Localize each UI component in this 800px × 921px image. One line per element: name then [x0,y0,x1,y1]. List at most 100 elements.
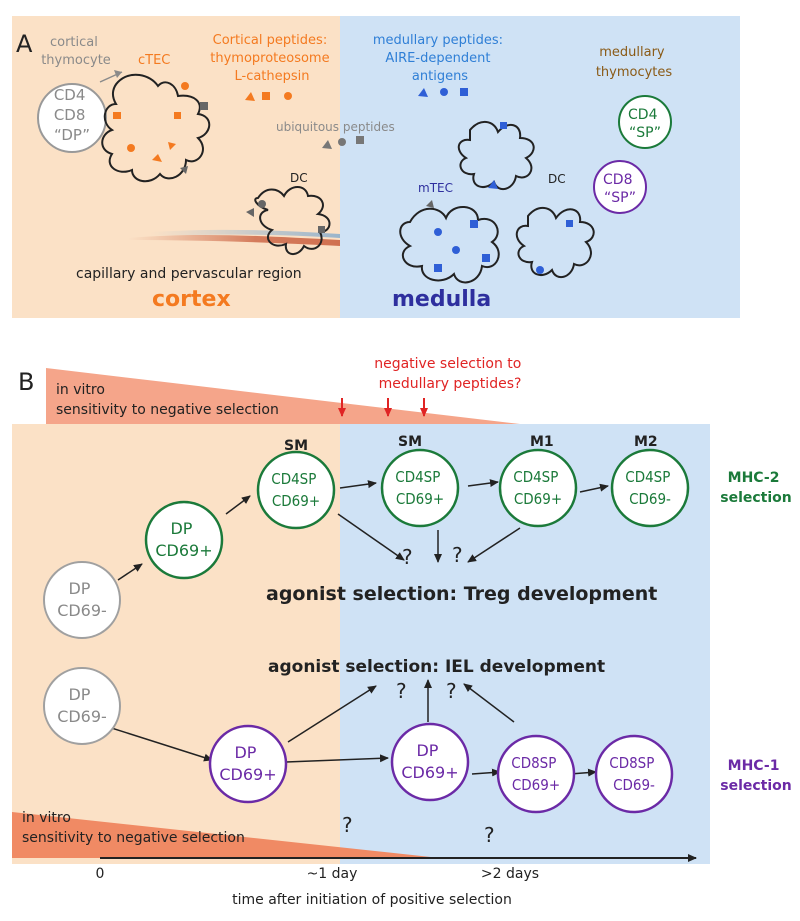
cell-label: CD69+ [272,492,320,510]
capillary-vessel-blue [150,229,340,238]
cd8-sp-cell [593,160,647,214]
mhc1-line-2: selection [720,778,792,794]
dc-medulla-top-cell [457,121,535,191]
sensitivity-wedge-top [46,368,520,424]
mhc2-line-2: selection [720,490,792,506]
panel-a-letter: A [16,30,33,58]
sensitivity-bottom-line-1: in vitro [22,810,71,826]
medullary-peptides-line-1: medullary peptides: [373,33,503,48]
dp-cell-line-3: “DP” [54,126,90,144]
svg-text:CD8SP CD69+: CD8SP CD69+ [511,754,560,794]
dc-cortex-cell [254,186,331,255]
cell-label: CD69- [613,776,655,794]
cortex-region [12,16,342,318]
svg-text:DP CD69+: DP CD69+ [219,743,276,784]
cell-label: CD69+ [512,776,560,794]
sensitivity-top-label: in vitro sensitivity to negative selecti… [56,382,279,418]
axis-tick-0: 0 [96,866,105,882]
cell-cd4sp-cd69neg: CD4SP CD69- [610,448,690,528]
cd4-sp-line-1: CD4 [628,107,658,123]
stage-label-sm-1: SM [284,438,308,454]
panel-a: A cortical thymocyte CD4 CD8 “DP” cTEC [12,16,740,318]
ctec-cell [101,73,211,183]
cd4-sp-cell [618,95,672,149]
cortical-peptides-line-1: Cortical peptides: [213,33,328,48]
svg-text:CD8SP CD69-: CD8SP CD69- [609,754,658,794]
svg-text:DP CD69-: DP CD69- [57,579,107,620]
dc-medulla-label: DC [548,172,566,186]
negative-selection-line-2: medullary peptides? [379,376,522,392]
negative-selection-arrows [338,398,428,417]
cell-cd4sp-cd69pos-2: CD4SP CD69+ [380,448,460,528]
medullary-peptide-shapes [418,88,468,97]
cell-label: CD69+ [514,490,562,508]
ctec-label: cTEC [138,53,170,68]
svg-text:DP CD69+: DP CD69+ [155,519,212,560]
sensitivity-bottom-line-2: sensitivity to negative selection [22,830,245,846]
stage-label-sm-2: SM [398,434,422,450]
medullary-thymocytes-label: medullary thymocytes [596,45,673,80]
cell-label: CD69+ [155,541,212,560]
cell-dp-cd69pos-purple-1: DP CD69+ [208,724,288,804]
iel-development-label: agonist selection: IEL development [268,657,605,677]
cell-label: DP [68,685,90,704]
question-mark: ? [446,679,457,703]
cell-label: DP [416,741,438,760]
medullary-peptides-line-3: antigens [412,69,468,84]
negative-selection-label: negative selection to medullary peptides… [374,356,526,392]
cell-cd8sp-cd69neg: CD8SP CD69- [594,734,674,814]
axis-tick-1-day: ~1 day [307,866,358,882]
medullary-thymocytes-line-1: medullary [599,45,665,60]
medullary-peptides-line-2: AIRE-dependent [385,51,490,66]
cortical-thymocyte-label: cortical thymocyte [41,35,111,68]
question-mark: ? [452,543,463,567]
cd8-sp-line-1: CD8 [603,172,632,188]
sensitivity-top-line-2: sensitivity to negative selection [56,402,279,418]
dp-cell-line-2: CD8 [54,106,86,124]
svg-text:CD4SP CD69+: CD4SP CD69+ [513,468,562,508]
cell-label: CD69+ [396,490,444,508]
cell-cd8sp-cd69pos: CD8SP CD69+ [496,734,576,814]
cell-dp-cd69pos-green: DP CD69+ [144,500,224,580]
svg-text:DP CD69-: DP CD69- [57,685,107,726]
stage-label-m1: M1 [530,434,554,450]
mhc1-selection-label: MHC-1 selection [720,758,792,794]
cortical-thymocyte-line-1: cortical [50,35,98,50]
cell-label: CD4SP [395,468,440,486]
cortical-thymocyte-line-2: thymocyte [41,53,111,68]
capillary-label: capillary and pervascular region [76,266,302,282]
cell-cd4sp-cd69pos-3: CD4SP CD69+ [498,448,578,528]
svg-text:DP CD69+: DP CD69+ [401,741,458,782]
cell-label: CD4SP [271,470,316,488]
sensitivity-top-line-1: in vitro [56,382,105,398]
cell-label: DP [170,519,192,538]
cell-dp-cd69neg-top: DP CD69- [43,561,121,639]
cell-label: CD8SP [511,754,556,772]
medullary-thymocytes-line-2: thymocytes [596,65,673,80]
cell-label: CD69- [57,707,107,726]
ctec-peptide-markers [113,82,189,162]
cell-dp-cd69neg-bottom: DP CD69- [43,667,121,745]
mtec-label: mTEC [418,181,453,195]
stage-label-m2: M2 [634,434,658,450]
svg-text:CD4SP CD69+: CD4SP CD69+ [271,470,320,510]
dc-cortex-label: DC [290,171,308,185]
cell-label: CD69+ [401,763,458,782]
ctec-grey-markers [180,102,208,174]
mtec-cell [399,206,500,284]
mhc1-line-1: MHC-1 [728,758,780,774]
cortical-peptide-shapes [245,92,292,101]
cell-label: CD69- [57,601,107,620]
treg-development-label: agonist selection: Treg development [266,583,657,605]
cortical-peptides-line-2: thymoproteosome [210,51,329,66]
sensitivity-wedge-bottom [12,812,440,858]
cortical-peptides-line-3: L-cathepsin [234,69,309,84]
dp-cell-label: CD4 CD8 “DP” [54,86,90,144]
cell-dp-cd69pos-purple-2: DP CD69+ [390,722,470,802]
cell-label: CD69- [629,490,671,508]
cortex-label: cortex [152,287,231,312]
cortical-peptides-label: Cortical peptides: thymoproteosome L-cat… [210,33,334,84]
svg-text:CD4SP CD69+: CD4SP CD69+ [395,468,444,508]
ubiquitous-peptide-shapes [322,136,364,149]
